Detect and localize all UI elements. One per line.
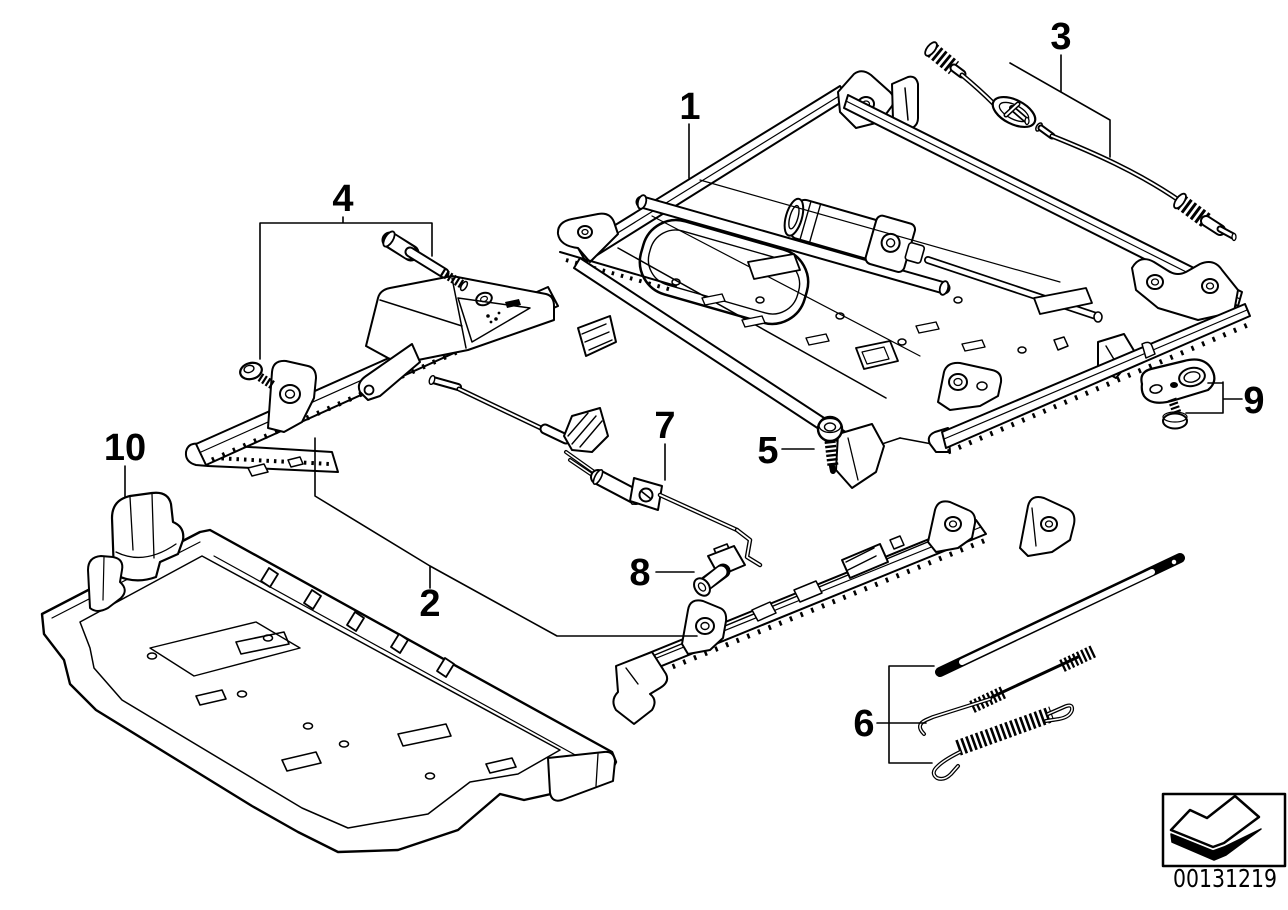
part-4-screw: [239, 361, 277, 390]
callout-9: 9: [1185, 380, 1265, 422]
callout-4-label[interactable]: 4: [332, 178, 353, 220]
callout-9-label[interactable]: 9: [1243, 380, 1264, 422]
callouts: 1 2 3 4 5 6 7: [104, 16, 1265, 764]
part-5-screw: [816, 415, 844, 474]
callout-2: 2: [314, 437, 698, 637]
callout-9-leader: [1185, 381, 1243, 414]
callout-5: 5: [757, 430, 815, 472]
callout-1: 1: [679, 86, 701, 179]
part-6-spring-set: [918, 553, 1185, 781]
callout-10: 10: [104, 427, 146, 498]
callout-7: 7: [654, 405, 676, 481]
image-number: 00131219: [1173, 864, 1277, 893]
part-4-bolt: [381, 230, 469, 292]
part-1-seat-frame-assembly: [556, 70, 1251, 489]
callout-3: 3: [1009, 16, 1111, 158]
part-3-bowden-cables: [924, 41, 1237, 242]
part-9-link-plate: [1140, 358, 1216, 430]
callout-6-label[interactable]: 6: [853, 703, 874, 745]
part-8-stop-pin: [693, 543, 746, 597]
callout-8-label[interactable]: 8: [629, 552, 650, 594]
part-2-right-rail: [612, 496, 1076, 725]
callout-10-label[interactable]: 10: [104, 427, 146, 469]
callout-5-label[interactable]: 5: [757, 430, 778, 472]
callout-3-label[interactable]: 3: [1050, 16, 1071, 58]
callout-1-label[interactable]: 1: [679, 86, 700, 128]
callout-2-leader: [314, 437, 698, 637]
drawing-info-box: 00131219: [1161, 792, 1287, 893]
callout-7-label[interactable]: 7: [654, 405, 675, 447]
part-10-seat-pan: [40, 491, 618, 854]
callout-4: 4: [259, 178, 433, 360]
callout-8: 8: [629, 552, 695, 594]
part-7-connecting-rod: [428, 374, 763, 568]
callout-4-leader: [259, 216, 433, 360]
direction-arrow-icon: [1169, 794, 1262, 861]
callout-2-label[interactable]: 2: [419, 583, 440, 625]
callout-6: 6: [853, 665, 935, 764]
callout-3-leader: [1009, 54, 1111, 158]
part-4-left-rail-with-drive: [184, 230, 617, 477]
callout-6-leader: [876, 665, 935, 764]
